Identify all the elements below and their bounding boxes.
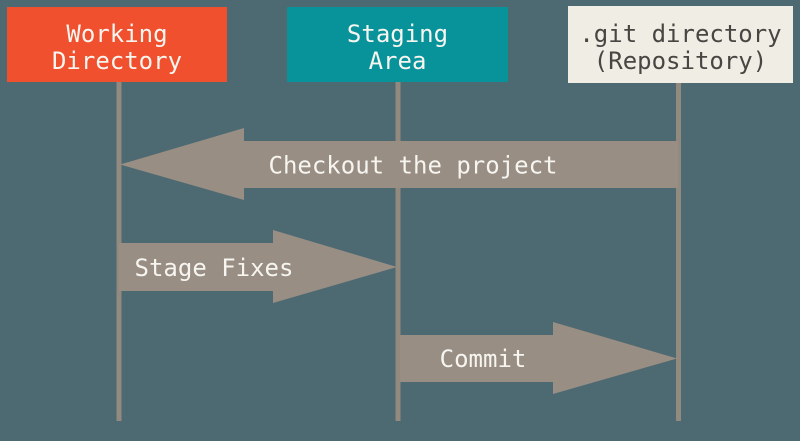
working-directory-label-line1: Working (66, 20, 167, 48)
git-directory-label-line1: .git directory (579, 20, 781, 48)
commit-arrow (400, 322, 677, 394)
staging-area-box (287, 7, 508, 82)
stage-fixes-arrow-label: Stage Fixes (135, 254, 294, 282)
checkout-arrow (120, 128, 678, 200)
commit-arrow-label: Commit (440, 345, 527, 373)
staging-area-lifeline (395, 80, 401, 421)
git-directory-box (568, 6, 793, 83)
staging-area-label-line2: Area (369, 47, 427, 75)
staging-area-label-line1: Staging (347, 20, 448, 48)
working-directory-box (7, 7, 227, 82)
git-directory-lifeline (676, 80, 681, 421)
working-directory-label-line2: Directory (52, 47, 182, 75)
git-directory-label-line2: (Repository) (594, 47, 767, 75)
checkout-arrow-label: Checkout the project (269, 152, 558, 180)
stage-fixes-arrow (119, 230, 397, 303)
